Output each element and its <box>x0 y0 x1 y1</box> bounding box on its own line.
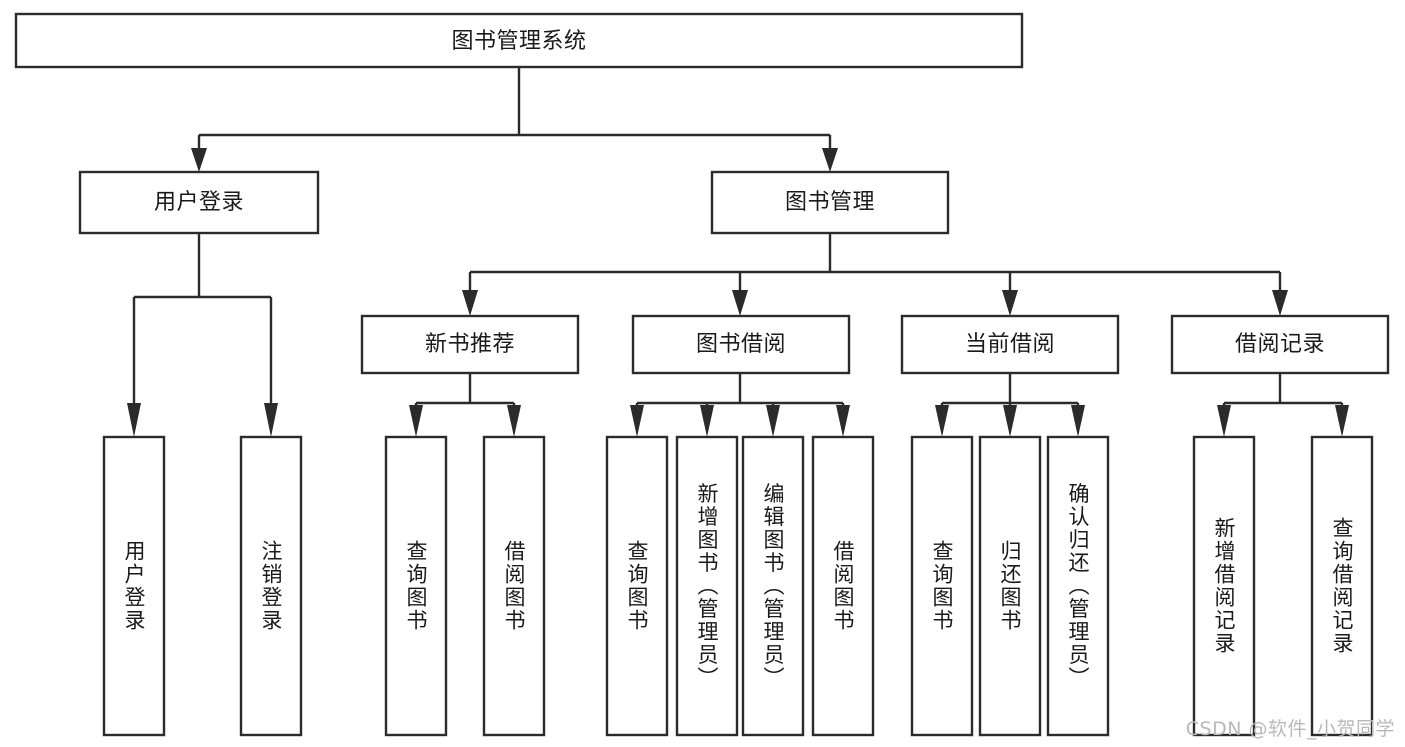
node-leaf-query-book-2-label: 查询图书 <box>625 540 649 632</box>
node-user-login-label: 用户登录 <box>154 190 244 215</box>
node-leaf-logout-login[interactable]: 注销登录 <box>239 435 303 737</box>
arrow-head-leaf-borrow-book-2 <box>836 405 850 437</box>
node-leaf-query-book-3-box[interactable] <box>910 435 974 737</box>
node-user-login-box[interactable] <box>78 170 320 235</box>
node-book-borrow[interactable]: 图书借阅 <box>631 314 851 375</box>
node-new-book-recommend-label: 新书推荐 <box>425 332 515 357</box>
arrow-head-current-borrow <box>1002 290 1018 316</box>
node-book-borrow-box[interactable] <box>631 314 851 375</box>
node-leaf-logout-login-box[interactable] <box>239 435 303 737</box>
node-root-box[interactable] <box>14 12 1024 69</box>
arrow-head-leaf-user-login <box>127 403 141 437</box>
node-leaf-edit-book-box[interactable] <box>741 435 805 737</box>
node-leaf-user-login-label: 用户登录 <box>122 540 146 632</box>
node-leaf-return-book-label: 归还图书 <box>998 540 1022 632</box>
arrow-head-leaf-add-record <box>1217 405 1231 437</box>
node-book-manage[interactable]: 图书管理 <box>710 170 950 235</box>
node-leaf-query-book-2-box[interactable] <box>605 435 669 737</box>
node-borrow-record-label: 借阅记录 <box>1235 332 1325 357</box>
node-leaf-query-book-1-label: 查询图书 <box>404 540 428 632</box>
arrow-head-leaf-return-book <box>1003 405 1017 437</box>
node-leaf-return-book-box[interactable] <box>978 435 1042 737</box>
node-leaf-confirm-return[interactable]: 确认归还（管理员） <box>1046 435 1110 737</box>
node-leaf-query-book-2[interactable]: 查询图书 <box>605 435 669 737</box>
node-root-label: 图书管理系统 <box>451 29 586 54</box>
arrow-head-leaf-edit-book <box>766 405 780 437</box>
node-leaf-query-book-1[interactable]: 查询图书 <box>384 435 448 737</box>
node-leaf-borrow-book-1[interactable]: 借阅图书 <box>482 435 546 737</box>
node-leaf-confirm-return-label: 确认归还（管理员） <box>1066 483 1090 690</box>
node-book-borrow-label: 图书借阅 <box>696 332 786 357</box>
node-leaf-add-record[interactable]: 新增借阅记录 <box>1192 435 1256 737</box>
arrow-head-user-login <box>191 148 207 172</box>
node-leaf-edit-book[interactable]: 编辑图书（管理员） <box>741 435 805 737</box>
node-leaf-borrow-book-2-box[interactable] <box>811 435 875 737</box>
arrow-head-book-borrow <box>732 290 748 316</box>
node-borrow-record[interactable]: 借阅记录 <box>1170 314 1390 375</box>
node-leaf-query-book-1-box[interactable] <box>384 435 448 737</box>
node-leaf-borrow-book-1-box[interactable] <box>482 435 546 737</box>
node-leaf-edit-book-label: 编辑图书（管理员） <box>761 483 785 690</box>
node-leaf-user-login[interactable]: 用户登录 <box>102 435 166 737</box>
arrow-head-leaf-logout-login <box>264 403 278 437</box>
node-leaf-user-login-box[interactable] <box>102 435 166 737</box>
node-book-manage-box[interactable] <box>710 170 950 235</box>
node-leaf-confirm-return-box[interactable] <box>1046 435 1110 737</box>
node-leaf-add-book-label: 新增图书（管理员） <box>695 483 719 690</box>
arrow-head-leaf-borrow-book-1 <box>507 405 521 437</box>
arrow-head-leaf-query-book-3 <box>935 405 949 437</box>
arrow-head-book-manage <box>822 148 838 172</box>
arrow-head-new-book-recommend <box>462 290 478 316</box>
node-leaf-add-record-box[interactable] <box>1192 435 1256 737</box>
node-leaf-add-book-box[interactable] <box>675 435 739 737</box>
arrow-head-leaf-query-record <box>1335 405 1349 437</box>
node-leaf-logout-login-label: 注销登录 <box>259 540 283 632</box>
node-leaf-query-record-label: 查询借阅记录 <box>1330 517 1354 655</box>
node-user-login[interactable]: 用户登录 <box>78 170 320 235</box>
arrow-head-borrow-record <box>1272 290 1288 316</box>
arrow-head-leaf-confirm-return <box>1071 405 1085 437</box>
node-leaf-borrow-book-1-label: 借阅图书 <box>502 540 526 632</box>
arrow-head-leaf-add-book <box>700 405 714 437</box>
node-leaf-query-book-3-label: 查询图书 <box>930 540 954 632</box>
node-borrow-record-box[interactable] <box>1170 314 1390 375</box>
node-book-manage-label: 图书管理 <box>785 190 875 215</box>
node-leaf-return-book[interactable]: 归还图书 <box>978 435 1042 737</box>
node-current-borrow-label: 当前借阅 <box>965 332 1055 357</box>
arrow-head-leaf-query-book-2 <box>630 405 644 437</box>
node-leaf-add-record-label: 新增借阅记录 <box>1212 517 1236 655</box>
node-new-book-recommend-box[interactable] <box>360 314 580 375</box>
node-leaf-query-record[interactable]: 查询借阅记录 <box>1310 435 1374 737</box>
node-current-borrow[interactable]: 当前借阅 <box>900 314 1120 375</box>
node-root[interactable]: 图书管理系统 <box>14 12 1024 69</box>
arrow-head-leaf-query-book-1 <box>409 405 423 437</box>
node-leaf-add-book[interactable]: 新增图书（管理员） <box>675 435 739 737</box>
node-new-book-recommend[interactable]: 新书推荐 <box>360 314 580 375</box>
node-leaf-borrow-book-2-label: 借阅图书 <box>831 540 855 632</box>
node-leaf-query-book-3[interactable]: 查询图书 <box>910 435 974 737</box>
node-leaf-query-record-box[interactable] <box>1310 435 1374 737</box>
edges-layer <box>127 67 1349 437</box>
node-leaf-borrow-book-2[interactable]: 借阅图书 <box>811 435 875 737</box>
node-current-borrow-box[interactable] <box>900 314 1120 375</box>
